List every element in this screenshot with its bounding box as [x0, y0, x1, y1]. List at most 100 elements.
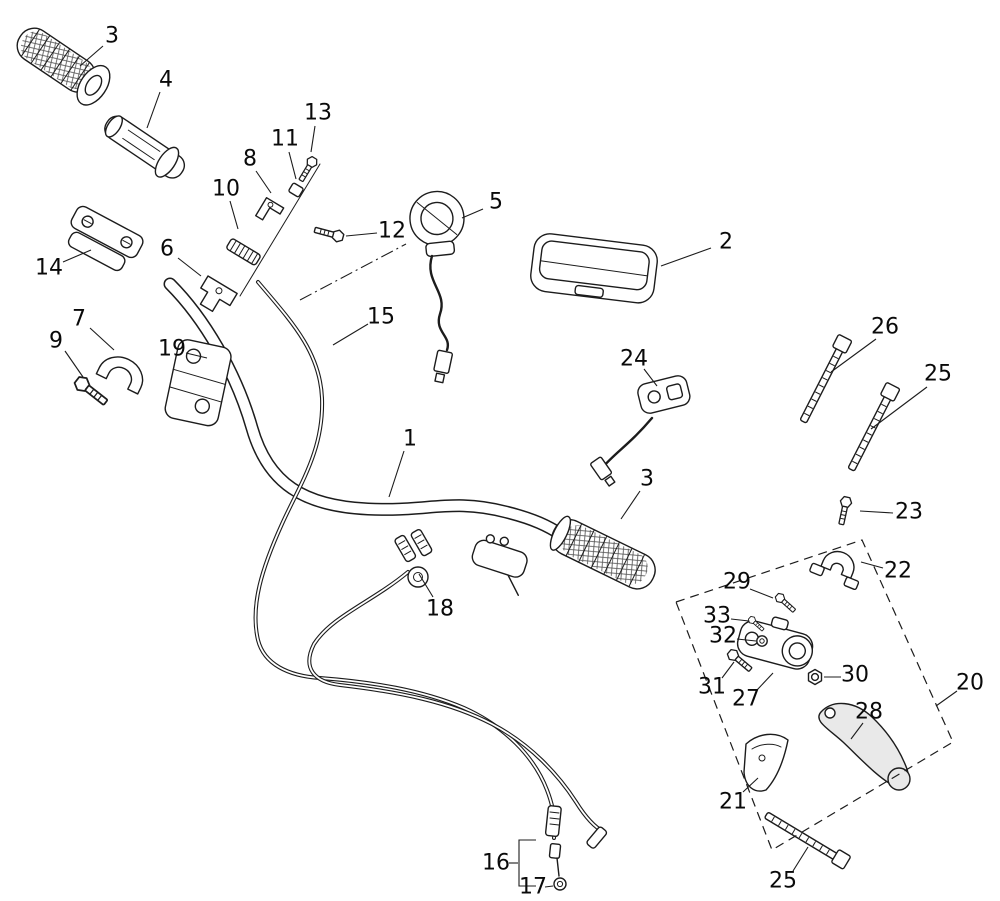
- part-number-29: 29: [723, 570, 751, 595]
- callout-leader-10: [229, 200, 239, 230]
- part-number-9: 9: [49, 329, 63, 354]
- part-switch-24: [637, 375, 691, 414]
- part-number-25: 25: [924, 362, 952, 387]
- part-number-3: 3: [640, 467, 654, 492]
- part-cable-guide-8: [255, 197, 285, 221]
- part-clutch-cable: [307, 570, 608, 849]
- callout-leader-2: [660, 247, 712, 267]
- part-throttle-perch: [471, 534, 528, 596]
- callout-leader-12: [345, 232, 378, 237]
- part-number-17: 17: [519, 875, 547, 900]
- part-number-31: 31: [698, 675, 726, 700]
- part-cable-holder-6: [199, 275, 238, 313]
- part-number-18: 18: [426, 597, 454, 622]
- callout-leader-5: [461, 208, 484, 219]
- switch-24-wire: [601, 416, 654, 469]
- part-cable-tie-25-right: [843, 381, 901, 474]
- callout-leader-29: [749, 588, 774, 599]
- callout-leader-22: [860, 561, 884, 569]
- callout-leader-3: [79, 45, 104, 67]
- mount-axis-line: [299, 243, 407, 301]
- part-handlebar: [163, 277, 569, 542]
- part-screw-23: [835, 495, 854, 527]
- part-number-25: 25: [769, 869, 797, 894]
- callout-leader-4: [146, 91, 161, 129]
- part-number-2: 2: [719, 230, 733, 255]
- callout-leader-33: [730, 618, 750, 622]
- part-bar-clamp-7: [95, 356, 144, 395]
- part-right-grip: [549, 515, 656, 590]
- part-bar-mount-19: [164, 339, 232, 427]
- part-number-22: 22: [884, 559, 912, 584]
- callout-leader-8: [255, 170, 272, 194]
- part-number-4: 4: [159, 68, 173, 93]
- part-number-30: 30: [841, 663, 869, 688]
- part-switch-housing-5: [409, 190, 465, 258]
- part-number-32: 32: [709, 624, 737, 649]
- part-number-24: 24: [620, 347, 648, 372]
- part-lever-cover-21: [743, 733, 789, 792]
- callout-leader-25: [870, 386, 928, 430]
- part-adjuster-wheel: [407, 566, 429, 588]
- callout-leader-1: [388, 450, 405, 498]
- callout-leader-13: [310, 125, 316, 153]
- part-lever-clamp-22: [809, 550, 860, 591]
- part-nut-30: [807, 668, 823, 686]
- part-number-21: 21: [719, 790, 747, 815]
- part-throttle-tube: [104, 115, 186, 179]
- callout-leader-6: [177, 257, 202, 277]
- part-throttle-cable: [253, 280, 557, 840]
- part-cable-adjusters-18: [394, 528, 433, 563]
- part-number-15: 15: [367, 305, 395, 330]
- callout-leader-19: [185, 352, 208, 359]
- part-number-8: 8: [243, 147, 257, 172]
- part-washer-32: [756, 635, 768, 647]
- callout-leader-32: [736, 638, 757, 642]
- part-number-20: 20: [956, 671, 984, 696]
- callout-leader-11: [288, 151, 297, 180]
- callout-leader-17: [544, 885, 554, 888]
- callout-leader-26: [830, 338, 877, 373]
- part-number-11: 11: [271, 127, 299, 152]
- callout-leader-3: [620, 490, 641, 520]
- callout-leader-28: [850, 722, 864, 740]
- part-spring-10: [226, 238, 261, 266]
- part-number-5: 5: [489, 190, 503, 215]
- part-switch-clamp: [67, 205, 144, 272]
- part-number-14: 14: [35, 256, 63, 281]
- callout-leader-7: [89, 327, 115, 351]
- callout-leader-21: [742, 777, 759, 793]
- part-bolt-29: [773, 591, 799, 615]
- callout-leader-23: [859, 510, 894, 514]
- part-adjuster-wheel-hole: [413, 572, 423, 582]
- part-number-3: 3: [105, 24, 119, 49]
- part-left-grip: [16, 27, 111, 106]
- part-number-12: 12: [378, 219, 406, 244]
- part-number-23: 23: [895, 500, 923, 525]
- part-number-7: 7: [72, 307, 86, 332]
- callout-leader-31: [721, 661, 735, 679]
- callout-leader-20: [935, 690, 958, 707]
- part-number-19: 19: [158, 337, 186, 362]
- callout-leader-9: [64, 350, 84, 378]
- callout-leader-15: [332, 323, 369, 346]
- part-number-28: 28: [855, 700, 883, 725]
- part-bolt-9: [71, 373, 112, 410]
- part-number-10: 10: [212, 177, 240, 202]
- fastener-axis-rod: [239, 163, 321, 297]
- bracket-16: [518, 839, 536, 887]
- part-number-1: 1: [403, 427, 417, 452]
- part-clutch-lever-28: [818, 702, 911, 791]
- part-lever-bracket-27: [736, 616, 814, 670]
- switch-5-wire: [429, 254, 450, 352]
- part-number-13: 13: [304, 101, 332, 126]
- callout-leader-25: [792, 846, 809, 872]
- part-meter-unit-2: [530, 233, 658, 304]
- part-number-33: 33: [703, 604, 731, 629]
- switch-24-connector: [590, 456, 616, 487]
- callout-leader-24: [643, 368, 658, 387]
- callout-leader-14: [62, 249, 92, 263]
